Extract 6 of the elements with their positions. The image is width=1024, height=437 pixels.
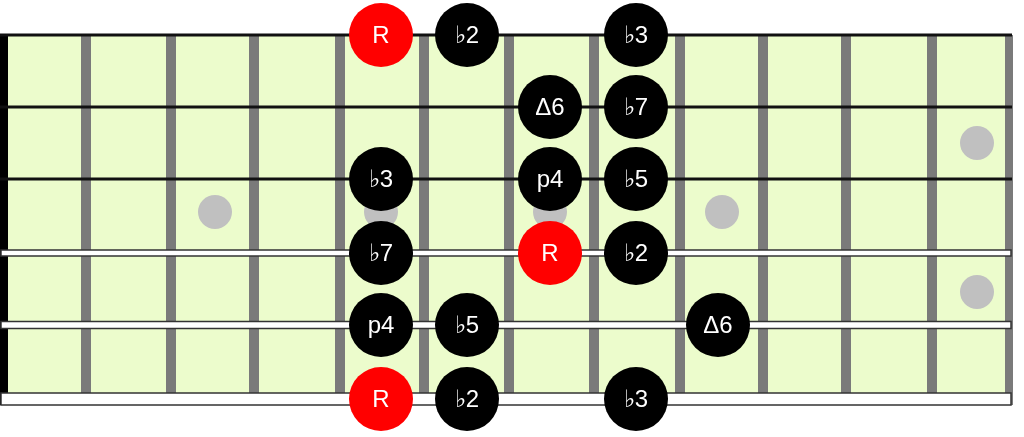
interval-note-marker: ♭2 (435, 3, 499, 67)
interval-note-marker: ♭2 (435, 367, 499, 431)
root-note-marker: R (349, 3, 413, 67)
interval-note-marker: ♭3 (604, 3, 668, 67)
root-note-marker: R (349, 367, 413, 431)
interval-note-marker: ♭3 (604, 367, 668, 431)
